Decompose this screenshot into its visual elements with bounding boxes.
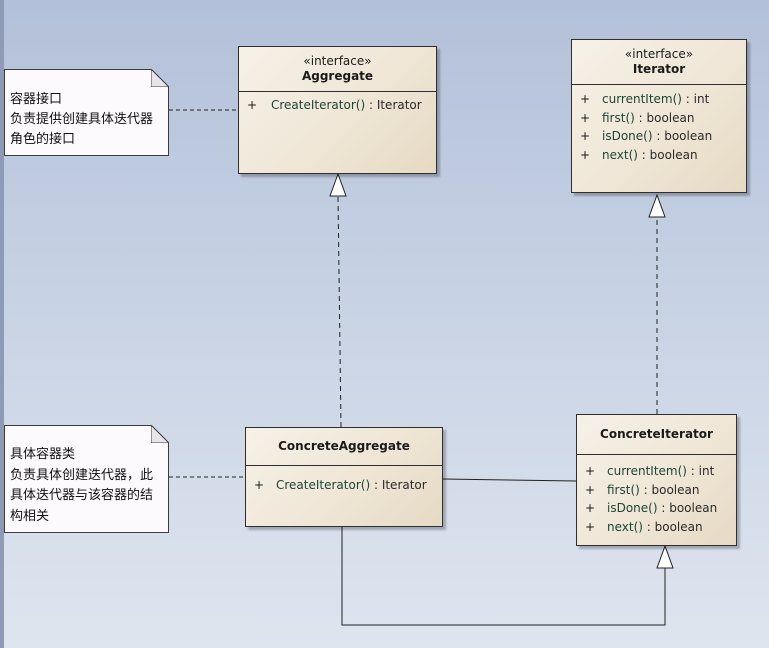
operation-return-type: : boolean bbox=[639, 482, 700, 497]
note-line: 具体容器类 bbox=[10, 447, 76, 462]
association-line bbox=[442, 478, 577, 482]
operation-name: CreateIterator() bbox=[276, 478, 371, 492]
note-line: 构相关 bbox=[10, 508, 50, 524]
dependency-path bbox=[341, 527, 666, 626]
visibility-marker: + bbox=[585, 501, 596, 515]
operations-compartment: + CreateIterator() : Iterator bbox=[246, 466, 442, 495]
visibility-marker: + bbox=[585, 482, 596, 497]
left-panel-edge bbox=[0, 0, 4, 648]
operation-return-type: : boolean bbox=[642, 519, 703, 534]
class-header: «interface» Aggregate bbox=[239, 47, 436, 92]
class-header: «interface» Iterator bbox=[572, 40, 746, 85]
operation-row: + first() : boolean bbox=[572, 109, 746, 128]
note-line: 具体迭代器与该容器的结 bbox=[10, 488, 154, 503]
class-name: ConcreteAggregate bbox=[278, 439, 410, 453]
operation-return-type: : boolean bbox=[637, 147, 698, 162]
operation-name: currentItem() bbox=[607, 464, 687, 478]
note-concrete-aggregate: 具体容器类 负责具体创建迭代器，此 具体迭代器与该容器的结 构相关 bbox=[4, 425, 169, 533]
operation-signature: currentItem() : int bbox=[602, 90, 709, 109]
note-fold-icon bbox=[151, 425, 169, 443]
stereotype-label: «interface» bbox=[303, 54, 372, 68]
operation-signature: isDone() : boolean bbox=[607, 499, 717, 518]
operation-row: + isDone() : boolean bbox=[572, 127, 746, 146]
visibility-marker: + bbox=[254, 478, 265, 492]
operation-return-type: : int bbox=[686, 464, 715, 478]
visibility-marker: + bbox=[585, 519, 596, 534]
operation-return-type: : int bbox=[681, 92, 710, 106]
class-aggregate[interactable]: «interface» Aggregate + CreateIterator()… bbox=[238, 46, 437, 174]
operation-row: + first() : boolean bbox=[577, 481, 736, 500]
note-aggregate: 容器接口 负责提供创建具体迭代器 角色的接口 bbox=[4, 69, 169, 156]
operation-return-type: : Iterator bbox=[370, 478, 427, 492]
operation-signature: isDone() : boolean bbox=[602, 127, 712, 146]
operation-name: next() bbox=[607, 519, 643, 534]
operations-compartment: + currentItem() : int + first() : boolea… bbox=[577, 455, 736, 536]
stereotype-label: «interface» bbox=[624, 47, 694, 61]
operation-row: + CreateIterator() : Iterator bbox=[239, 96, 436, 115]
operation-return-type: : Iterator bbox=[365, 98, 422, 112]
visibility-marker: + bbox=[580, 92, 591, 106]
operation-name: next() bbox=[602, 147, 638, 162]
operation-name: currentItem() bbox=[602, 92, 682, 106]
realization-iterator-arrow bbox=[648, 193, 666, 218]
operation-signature: first() : boolean bbox=[607, 481, 699, 500]
operations-compartment: + currentItem() : int + first() : boolea… bbox=[572, 85, 746, 164]
class-header: ConcreteAggregate bbox=[246, 428, 442, 466]
operation-name: CreateIterator() bbox=[271, 98, 366, 112]
note-line: 容器接口 bbox=[10, 92, 63, 107]
operation-signature: next() : boolean bbox=[607, 518, 703, 537]
class-header: ConcreteIterator bbox=[577, 415, 736, 455]
operation-signature: currentItem() : int bbox=[607, 462, 714, 481]
note-line: 负责具体创建迭代器，此 bbox=[10, 467, 154, 483]
operation-signature: CreateIterator() : Iterator bbox=[271, 96, 422, 115]
class-concrete-aggregate[interactable]: ConcreteAggregate + CreateIterator() : I… bbox=[245, 427, 443, 527]
operation-signature: CreateIterator() : Iterator bbox=[276, 476, 427, 495]
dependency-arrow bbox=[656, 544, 674, 569]
operation-return-type: : boolean bbox=[657, 501, 718, 515]
operation-name: first() bbox=[602, 110, 635, 125]
visibility-marker: + bbox=[580, 129, 591, 143]
operation-row: + CreateIterator() : Iterator bbox=[246, 476, 442, 495]
class-name: ConcreteIterator bbox=[600, 427, 713, 441]
realization-aggregate-line bbox=[337, 195, 342, 428]
operation-return-type: : boolean bbox=[634, 110, 695, 125]
note-fold-icon bbox=[151, 69, 169, 87]
visibility-marker: + bbox=[580, 110, 591, 125]
class-name: Iterator bbox=[632, 62, 686, 76]
operation-name: isDone() bbox=[607, 501, 658, 515]
operation-name: first() bbox=[607, 482, 640, 497]
visibility-marker: + bbox=[580, 147, 591, 162]
operation-row: + isDone() : boolean bbox=[577, 499, 736, 518]
realization-aggregate-arrow bbox=[329, 172, 347, 197]
operation-row: + next() : boolean bbox=[572, 146, 746, 165]
operation-name: isDone() bbox=[602, 129, 653, 143]
note-line: 角色的接口 bbox=[10, 132, 76, 147]
operation-row: + next() : boolean bbox=[577, 518, 736, 537]
class-name: Aggregate bbox=[301, 69, 374, 83]
visibility-marker: + bbox=[247, 98, 258, 112]
operation-row: + currentItem() : int bbox=[577, 462, 736, 481]
visibility-marker: + bbox=[585, 464, 596, 478]
note-line: 负责提供创建具体迭代器 bbox=[10, 112, 154, 127]
operation-signature: first() : boolean bbox=[602, 109, 694, 128]
operation-row: + currentItem() : int bbox=[572, 90, 746, 109]
class-iterator[interactable]: «interface» Iterator + currentItem() : i… bbox=[571, 39, 747, 193]
class-concrete-iterator[interactable]: ConcreteIterator + currentItem() : int +… bbox=[576, 414, 737, 546]
operations-compartment: + CreateIterator() : Iterator bbox=[239, 92, 436, 115]
operation-return-type: : boolean bbox=[652, 129, 713, 143]
operation-signature: next() : boolean bbox=[602, 146, 698, 165]
